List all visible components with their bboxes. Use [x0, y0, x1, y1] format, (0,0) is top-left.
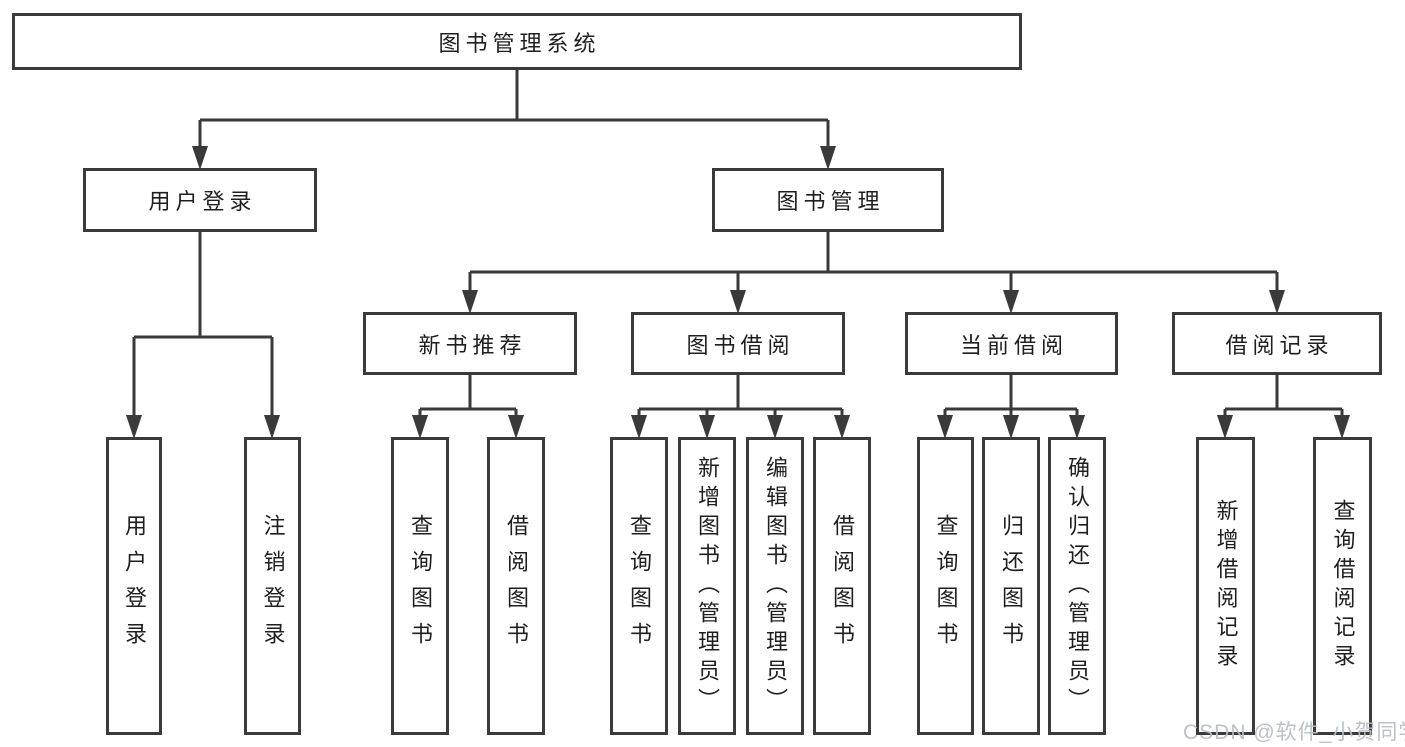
leaf-cb-confirm-return-admin: 确认归还（管理员） — [1048, 437, 1106, 735]
arrowhead — [834, 415, 850, 439]
connector-currentborrow-to-leaves — [937, 375, 1085, 439]
arrowhead — [462, 290, 478, 314]
node-label: 借阅图书 — [504, 514, 529, 658]
arrowhead — [412, 415, 428, 439]
arrowhead — [631, 415, 647, 439]
leaf-cb-query-book: 查询图书 — [917, 437, 974, 735]
node-label: 确认归还（管理员） — [1065, 455, 1090, 717]
leaf-logout: 注销登录 — [244, 437, 301, 735]
node-label: 借阅记录 — [1225, 332, 1334, 358]
node-label: 查询图书 — [408, 514, 433, 658]
connector-root-to-level2 — [192, 70, 836, 170]
node-label: 新增图书（管理员） — [695, 455, 720, 717]
node-label: 查询借阅记录 — [1330, 499, 1356, 673]
node-label: 图书管理系统 — [438, 30, 601, 56]
node-user-login: 用户登录 — [83, 168, 317, 232]
arrowhead — [126, 415, 142, 439]
leaf-user-login: 用户登录 — [106, 437, 162, 735]
node-label: 归还图书 — [999, 514, 1024, 658]
node-label: 图书借阅 — [686, 332, 795, 358]
leaf-bb-borrow-book: 借阅图书 — [813, 437, 871, 735]
node-label: 图书管理 — [776, 189, 885, 214]
node-label: 新书推荐 — [418, 332, 527, 358]
arrowhead — [1069, 415, 1085, 439]
node-book-management: 图书管理 — [712, 168, 944, 232]
arrowhead — [192, 146, 208, 170]
node-label: 编辑图书（管理员） — [763, 455, 788, 717]
arrowhead — [1217, 415, 1233, 439]
connector-userlogin-to-leaves — [126, 232, 280, 439]
arrowhead — [1334, 415, 1350, 439]
connector-borrowrecords-to-leaves — [1217, 375, 1350, 439]
node-label: 查询图书 — [627, 514, 652, 658]
arrowhead — [730, 290, 746, 314]
node-label: 查询图书 — [933, 514, 959, 658]
node-borrowing-records: 借阅记录 — [1172, 312, 1382, 375]
arrowhead — [1269, 290, 1285, 314]
csdn-watermark: CSDN @软件_小贺同学 — [1183, 721, 1405, 744]
leaf-bb-query-book: 查询图书 — [610, 437, 668, 735]
node-label: 用户登录 — [148, 189, 257, 214]
leaf-br-add-record: 新增借阅记录 — [1196, 437, 1255, 735]
leaf-cb-return-book: 归还图书 — [982, 437, 1040, 735]
leaf-bb-edit-book-admin: 编辑图书（管理员） — [746, 437, 804, 735]
arrowhead — [937, 415, 953, 439]
node-label: 用户登录 — [122, 514, 147, 658]
node-label: 借阅图书 — [830, 514, 855, 658]
arrowhead — [1003, 415, 1019, 439]
node-label: 注销登录 — [260, 514, 286, 658]
connector-newbookrec-to-leaves — [412, 375, 524, 439]
leaf-rec-borrow-book: 借阅图书 — [487, 437, 545, 735]
node-label: 当前借阅 — [959, 332, 1068, 358]
connector-bookmgmt-to-level3 — [462, 232, 1285, 314]
node-book-borrowing: 图书借阅 — [631, 312, 845, 375]
leaf-br-query-record: 查询借阅记录 — [1313, 437, 1372, 735]
node-label: 新增借阅记录 — [1213, 499, 1239, 673]
arrowhead — [767, 415, 783, 439]
arrowhead — [1003, 290, 1019, 314]
connector-bookborrow-to-leaves — [631, 375, 850, 439]
leaf-bb-add-book-admin: 新增图书（管理员） — [678, 437, 736, 735]
node-new-book-recommend: 新书推荐 — [363, 312, 577, 375]
node-root-system: 图书管理系统 — [12, 13, 1022, 70]
node-current-borrowing: 当前借阅 — [905, 312, 1118, 375]
arrowhead — [820, 146, 836, 170]
arrowhead — [508, 415, 524, 439]
arrowhead — [264, 415, 280, 439]
arrowhead — [699, 415, 715, 439]
leaf-rec-query-book: 查询图书 — [391, 437, 449, 735]
